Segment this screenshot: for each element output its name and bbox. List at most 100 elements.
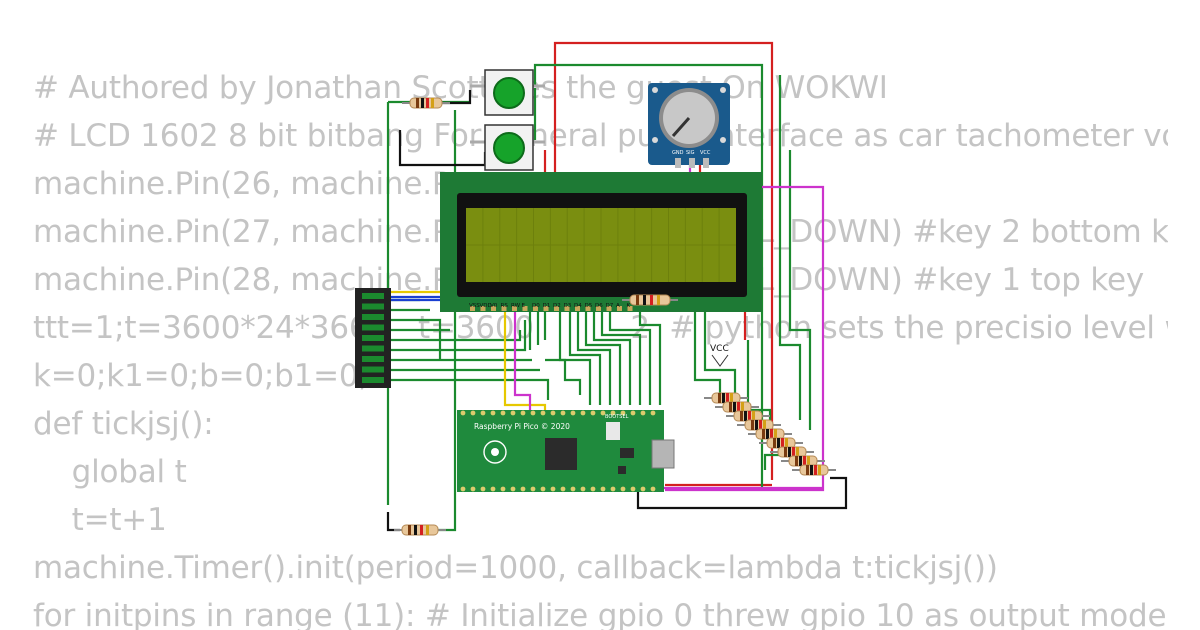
lcd-pin-label: E	[522, 303, 526, 309]
header-pin[interactable]	[362, 345, 384, 352]
pushbutton-bottom[interactable]	[470, 124, 545, 171]
lcd-pin[interactable]	[585, 306, 591, 311]
pico-pin[interactable]	[530, 410, 536, 416]
resistor[interactable]	[402, 97, 450, 109]
pico-pin[interactable]	[630, 410, 636, 416]
pin-header[interactable]	[355, 288, 391, 388]
pico-pin[interactable]	[580, 410, 586, 416]
pico-pin[interactable]	[490, 486, 496, 492]
resistor[interactable]	[394, 524, 446, 536]
pico-pin[interactable]	[480, 410, 486, 416]
wire-green-right[interactable]	[778, 75, 802, 420]
pico-pin[interactable]	[650, 410, 656, 416]
header-pin[interactable]	[362, 377, 384, 383]
wire-green-r4[interactable]	[703, 300, 737, 405]
lcd-pin[interactable]	[617, 306, 622, 311]
lcd-pin[interactable]	[627, 306, 633, 311]
lcd-pin[interactable]	[501, 306, 507, 311]
pico-pin[interactable]	[460, 486, 466, 492]
lcd-pin[interactable]	[522, 306, 528, 311]
pico-pin[interactable]	[560, 410, 566, 416]
pico-pin[interactable]	[460, 410, 466, 416]
pico-pin[interactable]	[490, 410, 496, 416]
wire-green-bus2[interactable]	[390, 298, 550, 400]
wire-green-diag[interactable]	[545, 358, 582, 395]
pico-pin[interactable]	[640, 486, 646, 492]
pico-pin[interactable]	[600, 410, 606, 416]
pico-pin[interactable]	[520, 486, 526, 492]
pico-pin[interactable]	[510, 410, 516, 416]
pico-pin[interactable]	[640, 410, 646, 416]
pico-pin[interactable]	[530, 486, 536, 492]
pico-pin[interactable]	[510, 486, 516, 492]
pico-pin[interactable]	[610, 410, 616, 416]
pushbutton-top[interactable]	[470, 69, 545, 116]
pico-pin[interactable]	[470, 410, 476, 416]
header-pin[interactable]	[362, 303, 384, 310]
raspberry-pi-pico[interactable]: Raspberry Pi Pico © 2020 BOOTSEL	[457, 410, 675, 492]
wire-green-bus[interactable]	[528, 300, 662, 405]
pico-pin[interactable]	[470, 486, 476, 492]
pot-pin[interactable]	[675, 158, 681, 168]
pico-pin[interactable]	[570, 486, 576, 492]
wire-black-4[interactable]	[636, 476, 848, 510]
resistor[interactable]	[737, 419, 781, 431]
lcd-pin[interactable]	[512, 306, 517, 311]
wire-green-r6[interactable]	[763, 453, 780, 470]
wire-green-right2[interactable]	[788, 150, 812, 430]
pico-pin[interactable]	[610, 486, 616, 492]
pico-pin[interactable]	[650, 486, 656, 492]
pico-pin[interactable]	[620, 486, 626, 492]
pico-pin[interactable]	[540, 410, 546, 416]
pico-pin[interactable]	[600, 486, 606, 492]
resistor[interactable]	[704, 392, 748, 404]
lcd-pin[interactable]	[543, 306, 549, 311]
lcd-pin[interactable]	[470, 306, 475, 311]
header-pin[interactable]	[362, 366, 384, 373]
header-pin[interactable]	[362, 335, 384, 341]
pico-pin[interactable]	[590, 486, 596, 492]
resistor[interactable]	[792, 464, 836, 476]
resistor[interactable]	[770, 446, 814, 458]
pico-pin[interactable]	[480, 486, 486, 492]
pico-pin[interactable]	[550, 486, 556, 492]
code-line: def tickjsj():	[33, 406, 214, 442]
pico-pin[interactable]	[560, 486, 566, 492]
lcd-pin[interactable]	[575, 306, 580, 311]
pico-pin[interactable]	[550, 410, 556, 416]
pico-pin[interactable]	[500, 410, 506, 416]
header-pin[interactable]	[362, 324, 384, 331]
lcd-pin[interactable]	[606, 306, 612, 311]
pico-pin[interactable]	[580, 486, 586, 492]
lcd-pin[interactable]	[480, 306, 486, 311]
pico-pin[interactable]	[620, 410, 626, 416]
pot-pin[interactable]	[689, 158, 695, 168]
pico-pin[interactable]	[520, 410, 526, 416]
header-pin[interactable]	[362, 356, 384, 362]
pico-pin[interactable]	[630, 486, 636, 492]
resistor[interactable]	[759, 437, 803, 449]
pico-pin[interactable]	[540, 486, 546, 492]
wire-magenta-2[interactable]	[513, 300, 532, 410]
lcd-pin[interactable]	[596, 306, 601, 311]
resistor[interactable]	[748, 428, 792, 440]
wire-green-r3[interactable]	[693, 300, 722, 395]
pico-pin[interactable]	[500, 486, 506, 492]
wire-red-top[interactable]	[553, 41, 774, 480]
wire-black-1[interactable]	[398, 130, 487, 167]
resistor[interactable]	[622, 294, 678, 306]
header-pin[interactable]	[362, 293, 384, 299]
wire-black-5[interactable]	[386, 512, 400, 532]
lcd-pin[interactable]	[491, 306, 496, 311]
header-pin[interactable]	[362, 314, 384, 320]
lcd-pin[interactable]	[533, 306, 538, 311]
resistor[interactable]	[781, 455, 825, 467]
pot-pin[interactable]	[703, 158, 709, 168]
pico-pin[interactable]	[590, 410, 596, 416]
pico-pin[interactable]	[570, 410, 576, 416]
lcd-pin[interactable]	[564, 306, 570, 311]
lcd-pin[interactable]	[554, 306, 559, 311]
